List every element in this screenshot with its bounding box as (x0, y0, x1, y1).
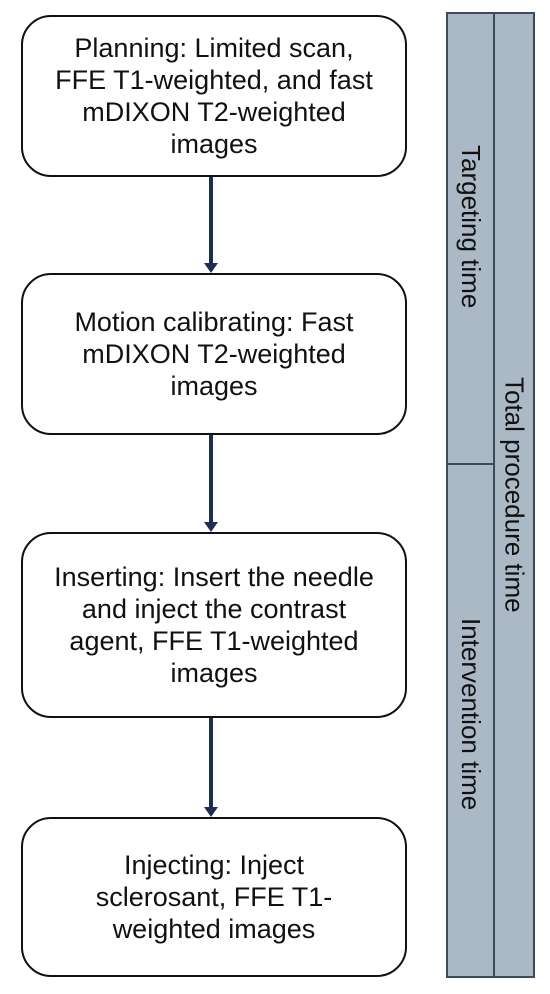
step-motion-calibrating-text: Motion calibrating: Fast mDIXON T2-weigh… (74, 307, 354, 401)
timeline-bar: Targeting time Intervention time Total p… (446, 12, 535, 978)
timeline-column-divider (493, 14, 495, 976)
arrow-shaft (209, 177, 213, 264)
step-inserting-text: Inserting: Insert the needle and inject … (54, 562, 374, 688)
step-injecting-text: Injecting: Inject sclerosant, FFE T1-wei… (95, 850, 333, 944)
arrow-head (204, 807, 218, 817)
step-inserting-box: Inserting: Insert the needle and inject … (21, 532, 407, 718)
arrow-head (204, 263, 218, 273)
total-procedure-time-label: Total procedure time (495, 14, 533, 976)
step-motion-calibrating-box: Motion calibrating: Fast mDIXON T2-weigh… (21, 273, 407, 435)
arrow-planning-to-calibrating (204, 177, 218, 273)
arrow-shaft (209, 435, 213, 523)
step-planning-box: Planning: Limited scan, FFE T1-weighted,… (21, 15, 407, 177)
arrow-calibrating-to-inserting (204, 435, 218, 532)
intervention-time-label: Intervention time (448, 465, 493, 976)
targeting-time-text: Targeting time (456, 144, 486, 309)
timeline-phase-divider (448, 463, 493, 465)
arrow-head (204, 522, 218, 532)
intervention-time-text: Intervention time (456, 618, 486, 811)
total-procedure-time-text: Total procedure time (499, 377, 530, 613)
arrow-shaft (209, 718, 213, 808)
step-planning-text: Planning: Limited scan, FFE T1-weighted,… (55, 33, 373, 159)
arrow-inserting-to-injecting (204, 718, 218, 817)
step-injecting-box: Injecting: Inject sclerosant, FFE T1-wei… (21, 817, 407, 977)
targeting-time-label: Targeting time (448, 14, 493, 463)
